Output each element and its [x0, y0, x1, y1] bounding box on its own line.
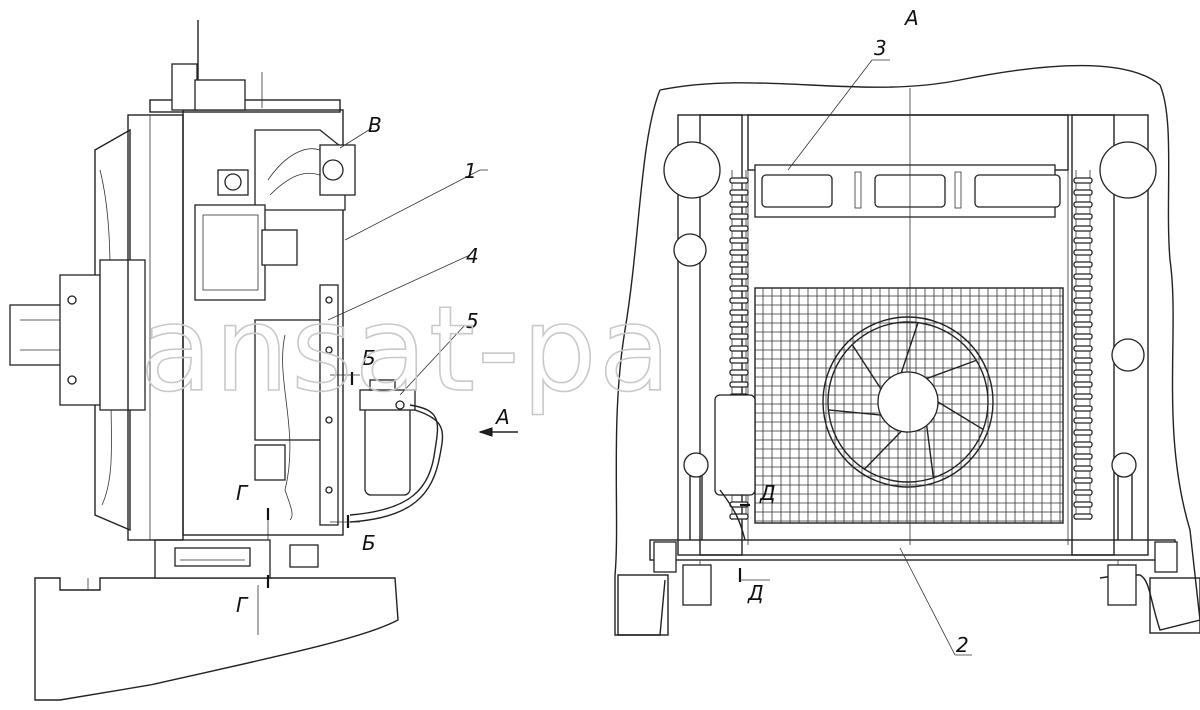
bottom-rail [649, 539, 1176, 561]
callout-4: 4 [466, 244, 479, 268]
base-frame [34, 577, 399, 701]
section-d-bottom-label: Д [747, 581, 764, 605]
electric-box [194, 204, 266, 301]
condenser-strip [319, 284, 339, 526]
pipe-top-left [663, 141, 721, 199]
view-a-arrow-label: А [494, 405, 510, 429]
radiator-housing [182, 109, 344, 536]
ac-hose [349, 404, 439, 516]
section-g-bottom-label: Г [236, 593, 249, 617]
callout-3: 3 [874, 36, 887, 60]
section-g-top-label: Г [236, 481, 249, 505]
section-b-bottom-label: Б [362, 531, 376, 555]
view-v-label: В [368, 113, 382, 137]
view-a-title: А [903, 6, 919, 30]
side-view: 1 4 5 В Б Б Г Г А [9, 20, 518, 701]
section-d-top-label: Д [759, 481, 776, 505]
callout-5: 5 [466, 309, 479, 333]
cooling-fan [822, 316, 994, 488]
callout-1: 1 [464, 159, 477, 183]
fan-hub [877, 371, 939, 433]
top-tank [747, 114, 1069, 171]
cab-outline [614, 64, 1200, 636]
pipe-top-right [1099, 141, 1157, 199]
front-view: А 3 2 Д Д [614, 6, 1200, 657]
watermark: ansat-pa [140, 280, 673, 418]
expansion-tank [714, 394, 756, 496]
callout-2: 2 [956, 633, 969, 657]
section-b-top-label: Б [362, 346, 376, 370]
